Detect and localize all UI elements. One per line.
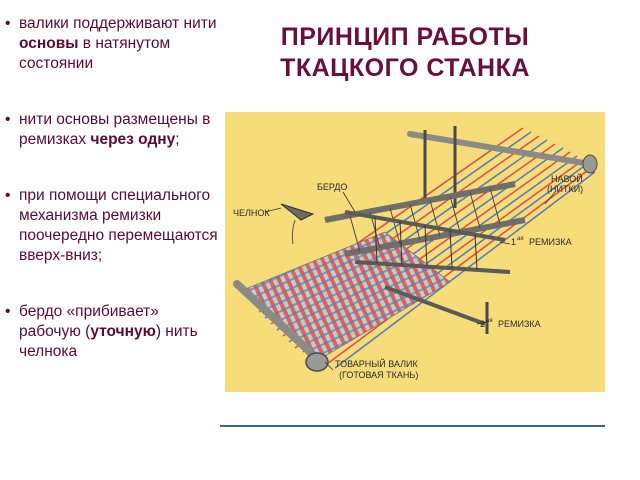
bullet-text: валики поддерживают нити	[19, 15, 217, 32]
label-heddle-1: РЕМИЗКА	[529, 237, 572, 247]
label-navoy-threads: (НИТКИ)	[547, 184, 583, 194]
label-leaders	[264, 191, 556, 371]
diagram-labels: БЕРДО ЧЕЛНОК НАВОЙ (НИТКИ) 1 ая РЕМИЗКА …	[233, 173, 583, 380]
label-cloth-roller: ТОВАРНЫЙ ВАЛИК	[335, 358, 419, 369]
heddle-frame-1	[344, 210, 511, 274]
label-heddle-2-num: 2	[480, 319, 485, 329]
shuttle-icon	[280, 203, 315, 245]
slide-title: ПРИНЦИП РАБОТЫ ТКАЦКОГО СТАНКА	[240, 22, 570, 84]
bullet-bold-text: основы	[19, 35, 79, 52]
bullet-text: бердо «прибивает» рабочую (	[19, 303, 159, 340]
bullet-text: в натянутом состоянии	[19, 35, 171, 72]
bullet-item: нити основы размещены в ремизках через о…	[5, 110, 220, 150]
label-berdo: БЕРДО	[317, 182, 347, 192]
title-line-1: ПРИНЦИП РАБОТЫ	[280, 23, 530, 51]
label-chelnok: ЧЕЛНОК	[233, 208, 270, 218]
label-navoy: НАВОЙ	[551, 173, 583, 184]
bullet-text: нити основы размещены в ремизках	[19, 111, 211, 148]
title-line-2: ТКАЦКОГО СТАНКА	[280, 54, 530, 82]
label-heddle-1-sup: ая	[517, 236, 524, 242]
bullet-bold-text: через одну	[90, 131, 176, 148]
heddle-frame-2	[384, 285, 489, 334]
bullet-item: при помощи специального механизма ремизк…	[5, 186, 220, 266]
loom-diagram: БЕРДО ЧЕЛНОК НАВОЙ (НИТКИ) 1 ая РЕМИЗКА …	[233, 126, 598, 380]
bullet-text: при помощи специального механизма ремизк…	[19, 187, 218, 264]
bullet-item: валики поддерживают нити основы в натяну…	[5, 14, 220, 74]
label-heddle-1-num: 1	[511, 237, 516, 247]
bullet-item: бердо «прибивает» рабочую (уточную) нить…	[5, 302, 220, 362]
divider-line	[220, 425, 605, 427]
cloth-roller	[233, 280, 329, 372]
label-heddle-2-sup: ая	[486, 318, 493, 324]
label-heddle-2: РЕМИЗКА	[498, 319, 541, 329]
label-cloth-roller-note: (ГОТОВАЯ ТКАНЬ)	[339, 370, 418, 380]
bullet-text: ;	[175, 131, 180, 148]
bullet-list: валики поддерживают нити основы в натяну…	[5, 14, 220, 362]
loom-illustration: БЕРДО ЧЕЛНОК НАВОЙ (НИТКИ) 1 ая РЕМИЗКА …	[225, 112, 605, 392]
bullet-bold-text: уточную	[90, 323, 156, 340]
bullet-text: ) нить челнока	[19, 323, 198, 360]
